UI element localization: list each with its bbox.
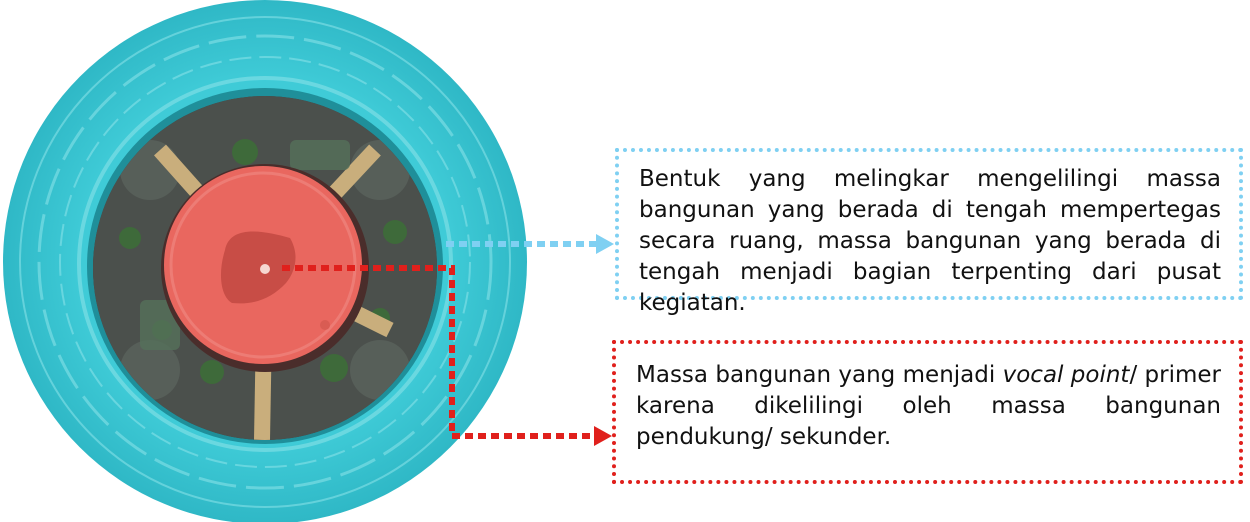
callout-center-text-before: Massa bangunan yang menjadi bbox=[636, 362, 1003, 388]
blue-arrow-head bbox=[596, 234, 614, 254]
aerial-photo bbox=[3, 0, 527, 522]
callout-outer-text: Bentuk yang melingkar mengelilingi massa… bbox=[639, 166, 1221, 316]
callout-center-text-after: / primer karena dikelilingi oleh massa b… bbox=[636, 362, 1221, 450]
center-roof-shadow bbox=[220, 231, 296, 304]
red-arrow-head bbox=[594, 426, 612, 446]
callout-outer-ring: Bentuk yang melingkar mengelilingi massa… bbox=[615, 148, 1243, 316]
callout-center-text-italic: vocal point bbox=[1002, 362, 1130, 388]
callout-center-mass: Massa bangunan yang menjadi vocal point/… bbox=[612, 340, 1243, 484]
outer-ring-texture bbox=[19, 16, 511, 508]
